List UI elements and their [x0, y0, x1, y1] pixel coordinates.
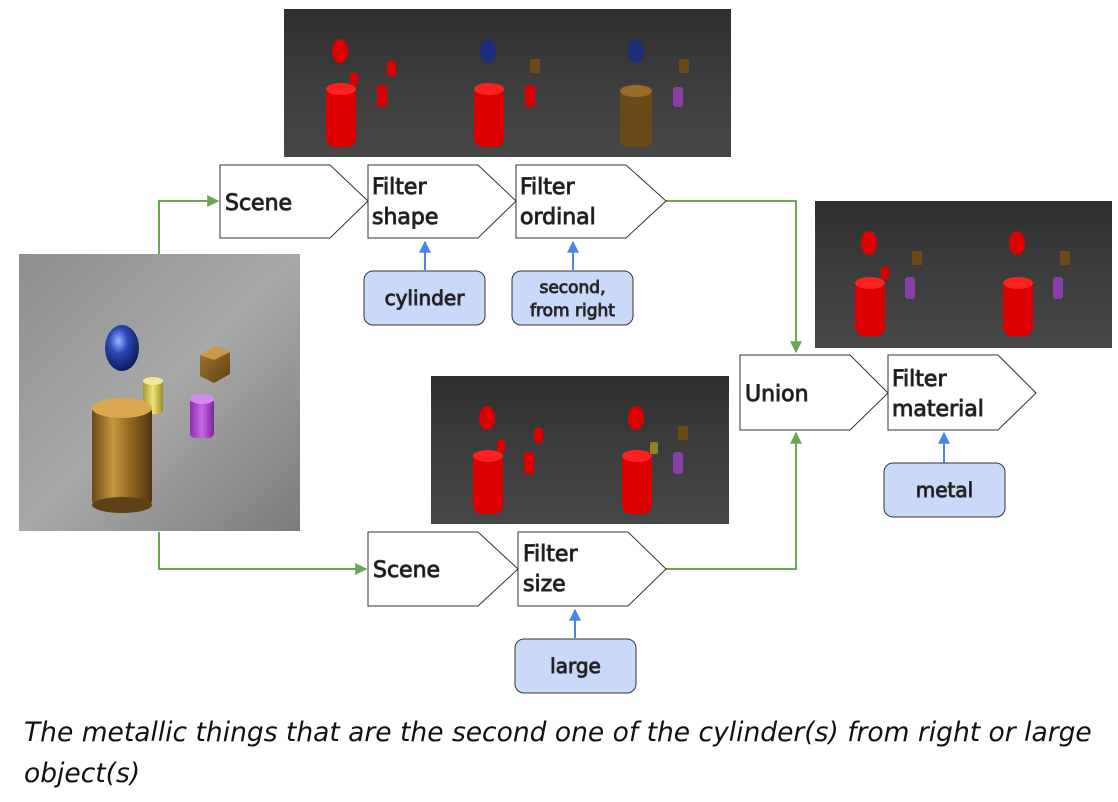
- render-scene-top-3: [620, 39, 689, 147]
- blue-metal-sphere: [105, 325, 139, 371]
- module-label-line2: shape: [372, 205, 438, 230]
- edge-size-to-union: [666, 431, 802, 570]
- render-scene-top-2: [474, 39, 540, 147]
- param-arrows: [419, 240, 950, 638]
- render-strip-right: [815, 201, 1112, 348]
- param-large: large: [514, 638, 637, 694]
- module-filter-shape: Filter shape: [367, 164, 517, 239]
- render-strip-middle: [431, 376, 729, 524]
- render-scene-middle-2: [622, 406, 688, 514]
- module-union: Union: [739, 354, 889, 431]
- module-scene-top: Scene: [219, 164, 369, 239]
- module-scene-bottom: Scene: [367, 531, 519, 607]
- render-strip-top: [284, 9, 731, 157]
- module-filter-material: Filter material: [887, 354, 1037, 431]
- input-scene-image: [19, 254, 300, 531]
- module-label-line2: material: [892, 397, 984, 422]
- module-label-line1: Filter: [523, 542, 578, 567]
- param-label: metal: [916, 478, 973, 502]
- question-caption: The metallic things that are the second …: [24, 717, 1092, 789]
- param-cylinder: cylinder: [363, 270, 486, 326]
- param-second-from-right: second, from right: [511, 270, 634, 326]
- purple-cylinder: [190, 394, 214, 438]
- brown-cube: [200, 346, 230, 383]
- module-label: Union: [745, 382, 809, 407]
- param-label: cylinder: [385, 286, 466, 310]
- module-label-line1: Filter: [892, 367, 947, 392]
- module-label-line2: ordinal: [520, 205, 596, 230]
- render-scene-right-1: [855, 231, 922, 336]
- edge-input-to-scene-bottom: [158, 532, 368, 575]
- param-label: large: [550, 654, 601, 678]
- edge-ordinal-to-union: [666, 200, 802, 354]
- edge-input-to-scene-top: [158, 195, 220, 254]
- module-filter-ordinal: Filter ordinal: [515, 164, 667, 239]
- module-label-line1: Filter: [372, 175, 427, 200]
- param-label-line1: second,: [539, 278, 605, 298]
- module-label: Scene: [373, 558, 440, 583]
- render-scene-right-2: [1003, 231, 1070, 336]
- module-label: Scene: [225, 191, 292, 216]
- program-edges: [158, 195, 802, 575]
- module-filter-size: Filter size: [517, 531, 667, 607]
- param-label-line2: from right: [530, 301, 615, 321]
- gold-metal-cylinder: [92, 398, 152, 513]
- param-metal: metal: [883, 462, 1006, 518]
- module-label-line2: size: [523, 572, 566, 597]
- module-label-line1: Filter: [520, 175, 575, 200]
